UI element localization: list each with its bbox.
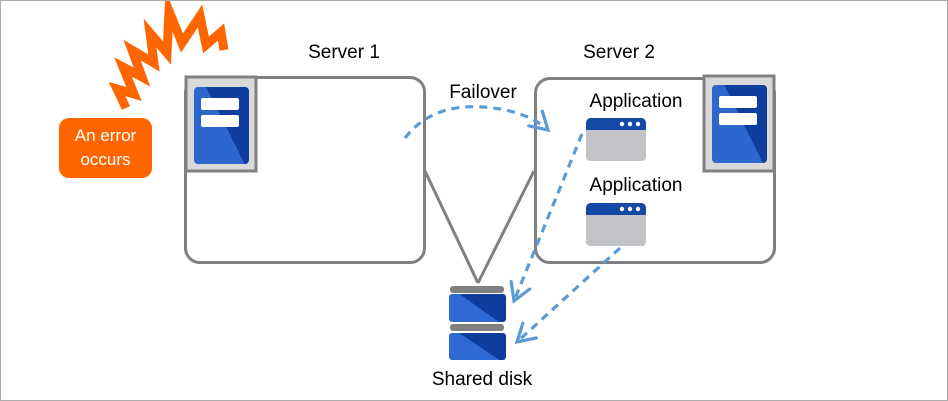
server2-label: Server 2 bbox=[583, 42, 655, 63]
disk-connector-lines bbox=[423, 170, 536, 284]
server1-label: Server 1 bbox=[308, 42, 380, 63]
server1-box bbox=[184, 76, 426, 264]
application1-label: Application bbox=[589, 91, 683, 112]
failover-label: Failover bbox=[449, 82, 517, 103]
shared-disk-icon bbox=[449, 286, 506, 360]
failover-arrow bbox=[403, 105, 551, 139]
application2-label: Application bbox=[589, 175, 683, 196]
shared-disk-label: Shared disk bbox=[431, 369, 533, 390]
error-callout: An error occurs bbox=[59, 118, 152, 178]
